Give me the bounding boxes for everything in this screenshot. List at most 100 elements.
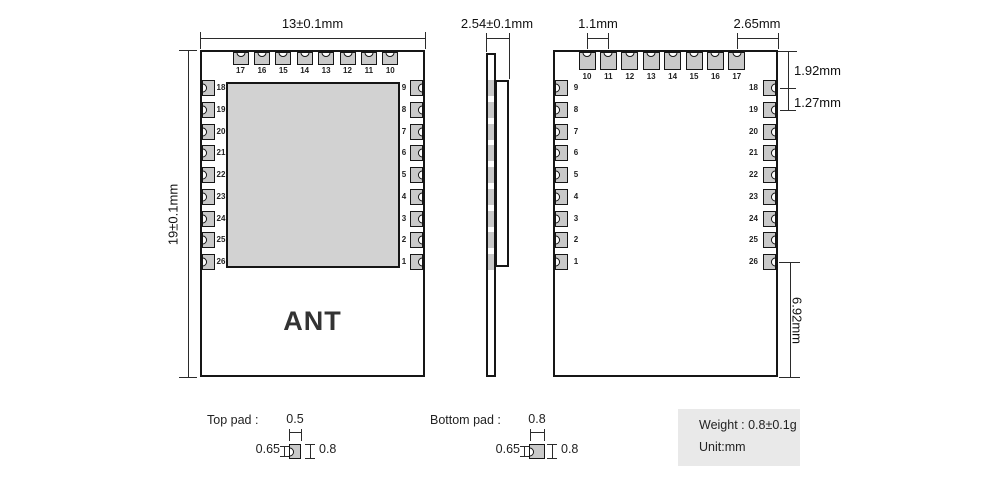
pin-pad <box>360 52 377 65</box>
side-pad-section <box>488 232 494 249</box>
castellation-notch <box>364 53 374 58</box>
pin-pad <box>763 210 776 227</box>
top-pad-label: Top pad : <box>207 413 259 427</box>
dim-tick <box>547 458 557 459</box>
front-view-shield <box>226 82 400 268</box>
pin-number: 25 <box>216 235 226 245</box>
castellation-notch <box>417 83 422 93</box>
castellation-notch <box>417 170 422 180</box>
pin-number: 16 <box>710 72 720 81</box>
side-pad-section <box>488 80 494 96</box>
dim-ext-line <box>778 51 797 52</box>
castellation-notch <box>203 170 208 180</box>
castellation-notch <box>417 235 422 245</box>
castellation-notch <box>417 127 422 136</box>
castellation-notch <box>710 53 720 58</box>
castellation-notch <box>203 148 208 158</box>
dim-ext-line <box>509 33 510 79</box>
castellation-notch <box>556 148 561 158</box>
pin-number: 22 <box>216 170 226 179</box>
castellation-notch <box>203 83 208 93</box>
castellation-notch <box>556 235 561 245</box>
dim-tick <box>520 456 529 457</box>
castellation-notch <box>203 105 208 115</box>
pin-number: 2 <box>401 235 407 245</box>
bottom-pad-height-label: 0.65 <box>495 442 520 456</box>
castellation-notch <box>556 170 561 180</box>
castellation-notch <box>582 53 592 58</box>
bottom-pad-length-label: 0.8 <box>561 442 579 456</box>
dim-line <box>284 446 285 457</box>
castellation-notch <box>689 53 699 58</box>
castellation-notch <box>203 235 208 245</box>
side-pad-section <box>488 167 494 183</box>
castellation-notch <box>556 83 561 93</box>
front-width-dim-label: 13±0.1mm <box>281 16 344 31</box>
pin-pad <box>555 123 568 140</box>
pin-pad <box>382 52 399 65</box>
pin-pad <box>763 101 776 118</box>
pin-pad <box>339 52 356 65</box>
dim-tick <box>780 110 796 111</box>
pin-number: 12 <box>343 66 352 75</box>
dim-ext-line <box>779 262 800 263</box>
pin-pad <box>202 188 215 205</box>
dim-tick <box>280 456 289 457</box>
castellation-notch <box>343 53 352 58</box>
pin-pad <box>642 52 660 70</box>
pin-number: 3 <box>573 213 579 223</box>
dim-line <box>524 446 525 457</box>
pin-number: 24 <box>749 213 758 223</box>
pin-number: 9 <box>401 83 407 92</box>
pin-pad <box>410 101 423 118</box>
castellation-notch <box>236 53 245 58</box>
dim-ext-line <box>608 33 609 49</box>
pin-number: 13 <box>321 66 331 75</box>
pin-number: 15 <box>278 66 288 75</box>
pin-pad <box>202 210 215 227</box>
dim-line <box>788 51 789 111</box>
side-pad-section <box>488 210 494 227</box>
pin-pad <box>555 145 568 162</box>
castellation-notch <box>668 53 678 58</box>
pin-number: 9 <box>573 83 579 92</box>
castellation-notch <box>556 214 561 223</box>
pin-pad <box>410 123 423 140</box>
dim-ext-line <box>737 33 738 49</box>
castellation-notch <box>203 214 208 223</box>
castellation-notch <box>203 257 208 267</box>
dim-line <box>200 38 426 39</box>
castellation-notch <box>417 257 422 267</box>
pin-pad <box>685 52 703 70</box>
castellation-notch <box>290 447 295 456</box>
pin-number: 19 <box>216 104 226 114</box>
back-pin26-bottom-dim-label: 6.92mm <box>789 297 805 344</box>
pin-number: 2 <box>573 235 579 245</box>
castellation-notch <box>556 127 561 136</box>
dim-tick <box>280 446 289 447</box>
pin-number: 6 <box>573 148 579 158</box>
info-box: Weight : 0.8±0.1g Unit:mm <box>678 409 800 466</box>
top-pad-drawing <box>289 444 301 459</box>
pin-pad <box>555 101 568 118</box>
top-pad-width-label: 0.5 <box>286 412 304 426</box>
pin-number: 1 <box>573 257 579 266</box>
pin-number: 10 <box>582 72 592 81</box>
castellation-notch <box>770 170 775 180</box>
pin-number: 8 <box>573 104 579 114</box>
pin-number: 26 <box>216 257 226 266</box>
castellation-notch <box>278 53 288 58</box>
castellation-notch <box>556 257 561 267</box>
pin-number: 16 <box>257 66 267 75</box>
side-pad-section <box>488 254 494 270</box>
pin-pad <box>555 210 568 227</box>
ant-label: ANT <box>283 306 342 336</box>
dim-tick <box>179 377 197 378</box>
pin-number: 4 <box>401 191 407 201</box>
dim-line <box>790 262 791 377</box>
pin-pad <box>555 232 568 249</box>
dim-tick <box>179 50 197 51</box>
pin-pad <box>202 254 215 270</box>
dim-tick <box>520 446 529 447</box>
castellation-notch <box>257 53 267 58</box>
